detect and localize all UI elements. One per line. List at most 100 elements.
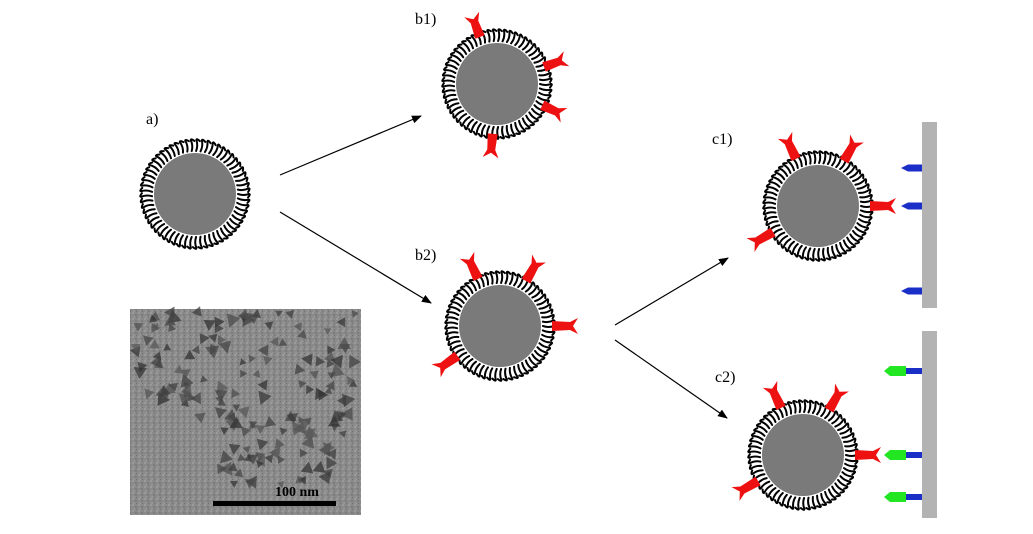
green-receptor-icon-1 (884, 366, 922, 376)
micrograph-particle (216, 380, 229, 394)
micrograph-particle (150, 355, 162, 369)
substrate-surface-c1 (922, 122, 937, 308)
arrow-b2-to-c2 (614, 339, 728, 419)
green-receptor-icon-1-stalk (906, 368, 922, 374)
nanoparticle-b1-ligand-shell (441, 28, 553, 140)
micrograph-particle (298, 475, 306, 485)
micrograph-particle (244, 479, 256, 489)
micrograph-particle (257, 344, 269, 357)
nanoparticle-b1-core (456, 43, 538, 125)
micrograph-particle (239, 358, 247, 366)
green-receptor-icon-2-head (884, 450, 906, 460)
blue-receptor-icon-1 (901, 164, 922, 172)
micrograph-particle (214, 395, 224, 404)
micrograph-particle (249, 421, 258, 430)
micrograph-particle (194, 412, 206, 424)
micrograph-particle (348, 379, 358, 388)
micrograph-particle (217, 463, 227, 475)
micrograph-particle (208, 333, 218, 343)
red-ligand-c2-1 (762, 380, 786, 410)
micrograph-particle (233, 468, 244, 478)
micrograph-particle (351, 310, 359, 318)
micrograph-particle (200, 375, 208, 383)
arrow-b2-to-c1 (614, 257, 729, 326)
micrograph-particle (217, 334, 227, 345)
red-ligand-b1-3 (540, 100, 568, 123)
micrograph-particle (257, 379, 268, 391)
nanoparticle-c1 (762, 150, 874, 262)
label-b1: b1) (415, 11, 436, 28)
micrograph-particle (315, 387, 327, 400)
micrograph-particle (269, 336, 279, 347)
micrograph-particle (295, 475, 304, 484)
micrograph-particle (231, 388, 241, 399)
micrograph-particle (336, 317, 346, 328)
micrograph-particle (173, 364, 184, 374)
micrograph-particle (178, 393, 191, 405)
micrograph-particle (205, 345, 220, 359)
red-ligand-b2-2 (521, 254, 546, 284)
nanoparticle-c1-core (777, 165, 859, 247)
micrograph-particle (275, 310, 283, 318)
micrograph-particle (232, 404, 241, 412)
micrograph-particle (255, 425, 266, 434)
micrograph-particle (217, 398, 226, 406)
arrow-a-to-b1 (279, 115, 422, 176)
red-ligand-b1-2 (542, 51, 570, 72)
micrograph-particle (149, 314, 158, 323)
micrograph-particle (163, 343, 172, 351)
micrograph-particle (218, 340, 232, 354)
receptor-layer (884, 164, 922, 502)
micrograph-particle (326, 456, 338, 470)
micrograph-particle (285, 309, 295, 319)
red-ligand-b2-3 (552, 318, 578, 334)
micrograph-particle (144, 388, 155, 400)
nanoparticle-a-core (154, 153, 236, 235)
nanoparticle-b2 (444, 270, 556, 382)
micrograph-particle (299, 448, 308, 458)
micrograph-particle (226, 313, 241, 328)
red-ligand-c1-2 (839, 134, 864, 164)
micrograph-particle (248, 354, 257, 363)
micrograph-particle (277, 455, 286, 464)
micrograph-particle (300, 461, 314, 474)
label-b2: b2) (415, 247, 436, 264)
micrograph-particle (220, 450, 233, 464)
micrograph-particle (327, 415, 341, 427)
blue-receptor-icon-2 (901, 202, 922, 210)
micrograph-particle (130, 344, 141, 353)
micrograph-particle (203, 319, 216, 331)
micrograph-particles (129, 306, 361, 489)
micrograph-particle (164, 306, 175, 319)
green-receptor-icon-3-head (884, 492, 906, 502)
green-receptor-icon-3 (884, 492, 922, 502)
micrograph-particle (168, 382, 178, 392)
micrograph-particle (241, 426, 251, 437)
micrograph-particle (326, 448, 337, 460)
micrograph-particle (312, 460, 326, 473)
micrograph-particle (306, 384, 315, 395)
red-ligand-b1-1 (464, 11, 485, 39)
micrograph-particle (318, 471, 331, 485)
micrograph-particle (301, 353, 313, 366)
micrograph-particle (230, 480, 238, 488)
label-a: a) (146, 111, 158, 128)
micrograph-particle (214, 323, 224, 334)
micrograph-particle (256, 438, 269, 451)
micrograph-particle (190, 392, 201, 405)
micrograph-particle (228, 443, 241, 456)
nanoparticle-a-ligand-shell (139, 138, 251, 250)
micrograph-particle (264, 454, 274, 464)
micrograph-particle (263, 355, 273, 366)
micrograph-particle (255, 452, 266, 462)
micrograph-particle (324, 386, 333, 395)
arrows (279, 115, 729, 419)
micrograph-particle (326, 358, 335, 368)
micrograph-particle (142, 335, 154, 347)
micrograph-particle (237, 406, 250, 419)
micrograph-particle (292, 421, 306, 436)
micrograph-particle (297, 329, 307, 339)
micrograph-particle (323, 328, 332, 335)
micrograph-particle (277, 480, 285, 489)
micrograph-particle (274, 438, 285, 449)
